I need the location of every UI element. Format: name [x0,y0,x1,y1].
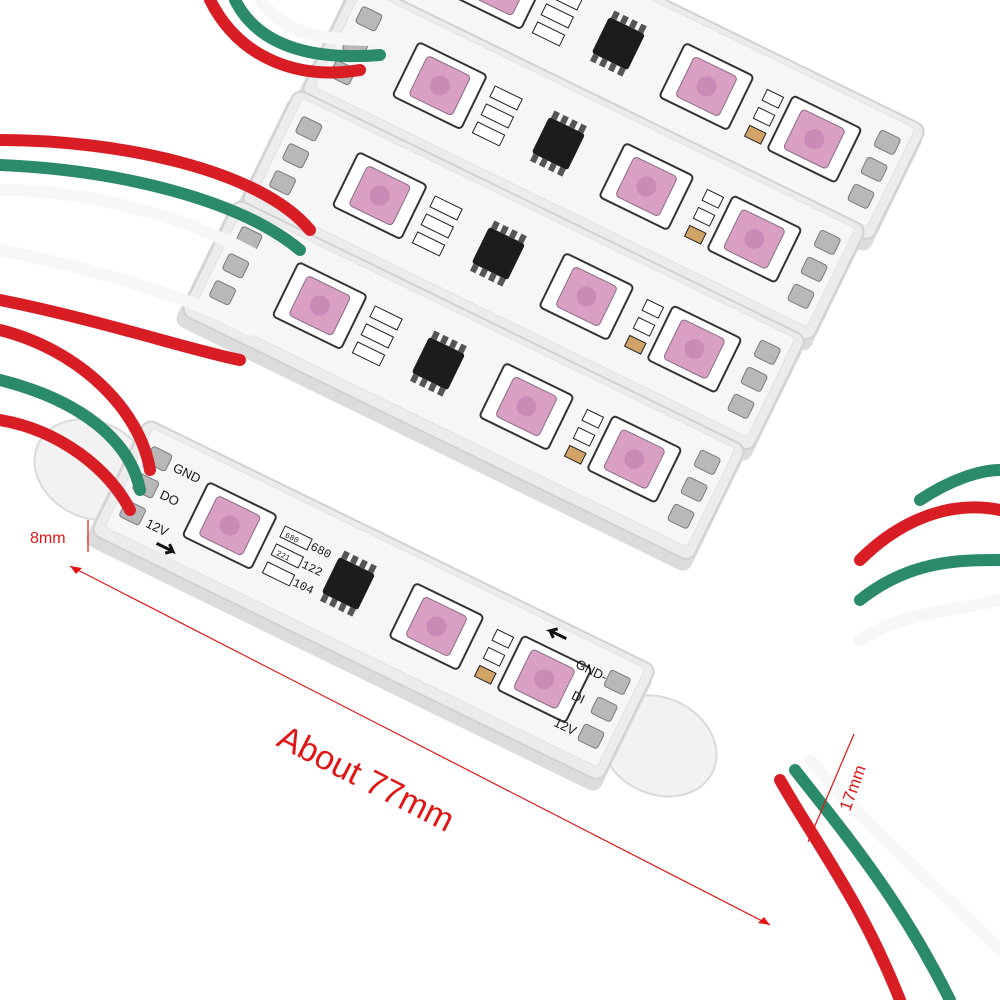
label-di: DI [569,688,587,707]
dimension-length-label: About 77mm [271,718,460,839]
wire-bundle-front-left [0,324,156,516]
dimension-height-label: 8mm [30,530,66,547]
direction-arrow-icon [155,542,176,555]
wire-bundle-middle-right [854,464,1000,646]
dimension-height: 8mm [30,520,89,552]
direction-arrow-icon [545,627,567,640]
wire-bundle-left-back [0,0,401,366]
wire-bundle-front-right [774,754,1000,1000]
